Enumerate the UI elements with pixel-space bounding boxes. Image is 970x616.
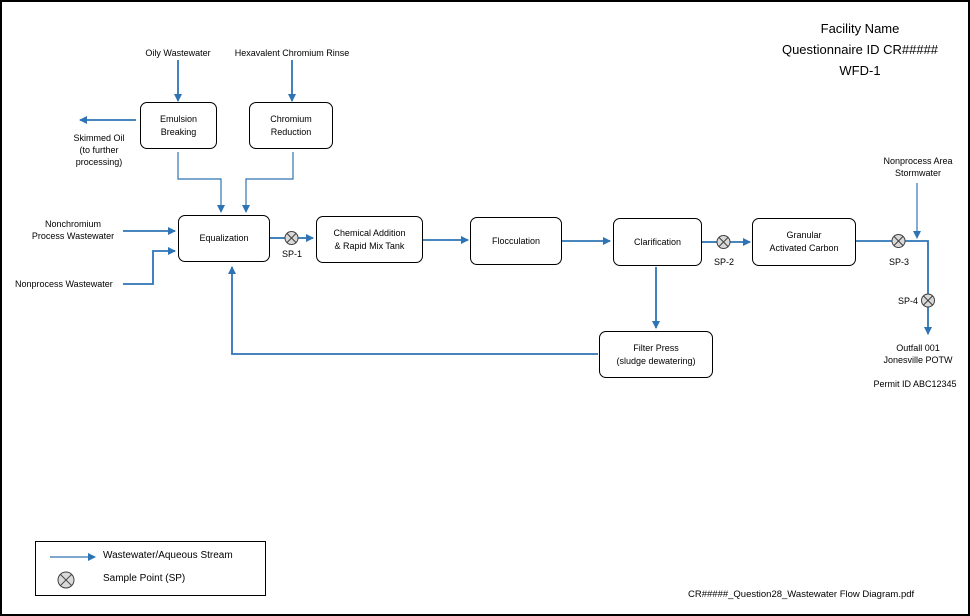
legend-sample-point-label: Sample Point (SP) bbox=[103, 573, 186, 584]
unit-granular-activated-carbon: Granular Activated Carbon bbox=[752, 218, 856, 266]
label-nonprocess-area-stormwater: Nonprocess Area Stormwater bbox=[883, 156, 953, 178]
unit-filter-press: Filter Press (sludge dewatering) bbox=[599, 331, 713, 378]
label-oily-wastewater: Oily Wastewater bbox=[145, 48, 211, 58]
label-sp3: SP-3 bbox=[888, 257, 909, 267]
unit-emulsion-breaking: Emulsion Breaking bbox=[140, 102, 217, 149]
label-hex-chromium-rinse: Hexavalent Chromium Rinse bbox=[234, 48, 350, 58]
unit-clarification: Clarification bbox=[613, 218, 702, 266]
stream-emulsion-to-eq bbox=[177, 152, 225, 213]
legend-sample-point-icon bbox=[57, 571, 75, 589]
sample-point-sp2-icon bbox=[716, 235, 731, 249]
unit-equalization: Equalization bbox=[178, 215, 270, 262]
stream-filterpress-recycle bbox=[228, 266, 598, 355]
sample-point-sp4-icon bbox=[921, 293, 935, 308]
label-sp1: SP-1 bbox=[281, 249, 302, 259]
unit-chemical-addition-rapid-mix: Chemical Addition & Rapid Mix Tank bbox=[316, 216, 423, 263]
sample-point-sp1-icon bbox=[284, 231, 299, 245]
label-nonchromium-process-wastewater: Nonchromium Process Wastewater bbox=[31, 219, 115, 241]
label-skimmed-oil: Skimmed Oil (to further processing) bbox=[73, 133, 125, 167]
facility-name: Facility Name bbox=[820, 21, 900, 36]
footer-filename: CR#####_Question28_Wastewater Flow Diagr… bbox=[688, 589, 915, 600]
legend: Wastewater/Aqueous Stream Sample Point (… bbox=[35, 541, 266, 596]
label-permit-id: Permit ID ABC12345 bbox=[873, 379, 957, 389]
unit-chromium-reduction: Chromium Reduction bbox=[249, 102, 333, 149]
legend-stream-label: Wastewater/Aqueous Stream bbox=[103, 550, 233, 561]
label-outfall: Outfall 001 Jonesville POTW bbox=[883, 343, 953, 365]
unit-flocculation: Flocculation bbox=[470, 217, 562, 265]
label-nonprocess-wastewater: Nonprocess Wastewater bbox=[15, 279, 113, 289]
questionnaire-id: Questionnaire ID CR##### bbox=[781, 42, 939, 57]
stream-chromred-to-eq bbox=[242, 152, 294, 213]
label-sp4: SP-4 bbox=[897, 296, 918, 306]
label-sp2: SP-2 bbox=[713, 257, 734, 267]
stream-sp3-to-outfall bbox=[905, 240, 929, 294]
stream-nonprocess-to-eq bbox=[123, 247, 176, 285]
sample-point-sp3-icon bbox=[891, 234, 906, 248]
diagram-id: WFD-1 bbox=[839, 63, 881, 78]
